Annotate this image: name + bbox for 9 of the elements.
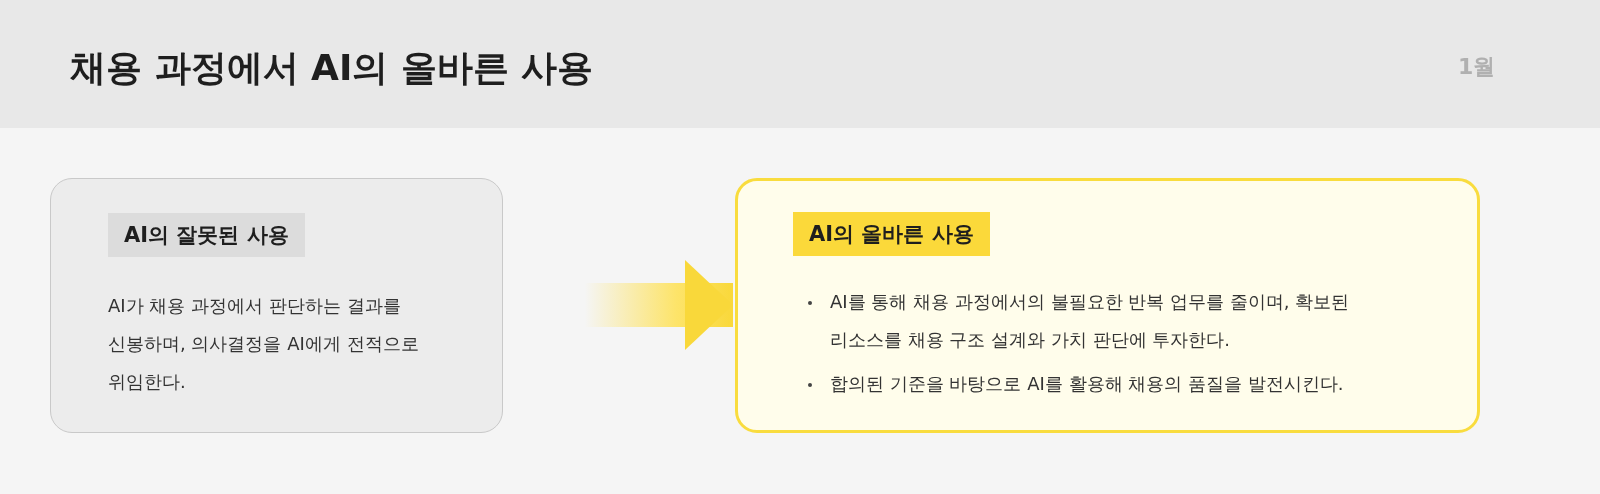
heading-tag: AI의 잘못된 사용	[108, 213, 305, 257]
bullet-text: AI를 통해 채용 과정에서의 불필요한 반복 업무를 줄이며, 확보된 리소스를 채용 구조 설계와 가치 판단에 투자한다.	[830, 290, 1351, 352]
body-text: AI가 채용 과정에서 판단하는 결과를 신봉하며, 의사결정을 AI에게 전적으로 위임한다.	[108, 294, 420, 394]
heading-tag: AI의 올바른 사용	[793, 212, 990, 256]
month-label: 1월	[1458, 53, 1496, 81]
page-title: 채용 과정에서 AI의 올바른 사용	[70, 46, 594, 90]
info-card	[50, 178, 503, 433]
bullet-text: 합의된 기준을 바탕으로 AI를 활용해 채용의 품질을 발전시킨다.	[830, 372, 1345, 396]
highlight-card	[735, 178, 1480, 433]
